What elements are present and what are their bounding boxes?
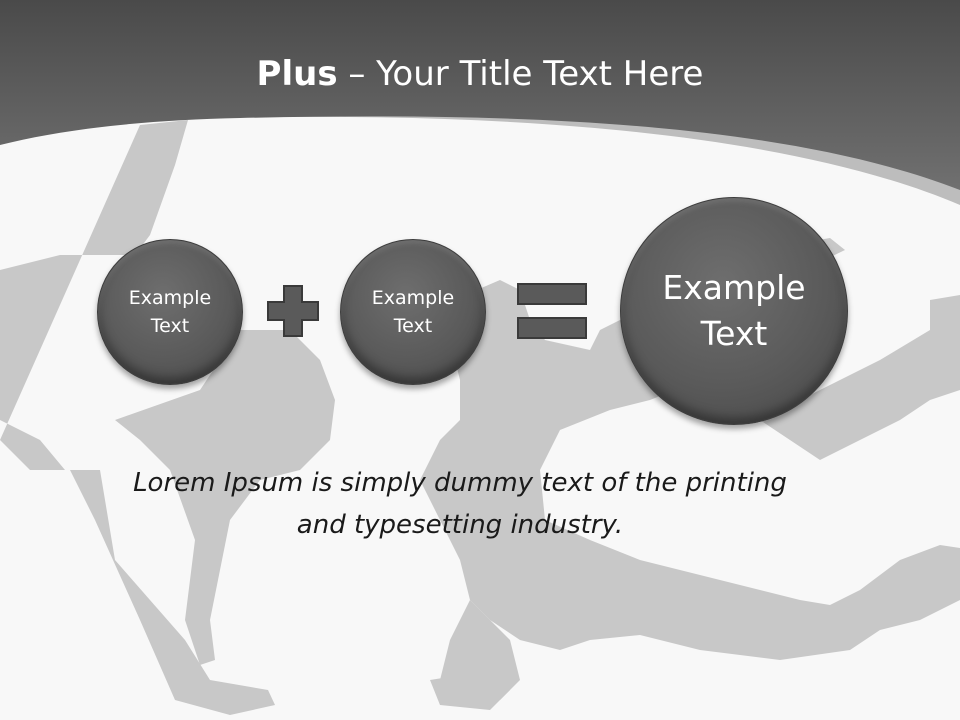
title-bold: Plus (256, 54, 338, 94)
dancer-silhouettes (0, 120, 960, 715)
circle-1-line2: Text (150, 315, 190, 337)
circle-result-line1: Example (662, 268, 806, 307)
circle-1-line1: Example (128, 287, 212, 309)
body-line-2: and typesetting industry. (296, 510, 624, 540)
circle-2-line1: Example (371, 287, 455, 309)
body-text: Lorem Ipsum is simply dummy text of the … (90, 462, 830, 546)
circle-result-label: Example Text (662, 265, 805, 357)
body-line-1: Lorem Ipsum is simply dummy text of the … (133, 468, 787, 498)
header-band (0, 0, 960, 190)
plus-icon (267, 285, 319, 337)
slide-title: Plus – Your Title Text Here (0, 52, 960, 96)
circle-2-line2: Text (393, 315, 433, 337)
title-rest: – Your Title Text Here (337, 54, 704, 94)
circle-result-line2: Text (700, 314, 768, 353)
circle-2: Example Text (340, 239, 486, 385)
circle-2-label: Example Text (372, 284, 454, 340)
circle-result: Example Text (620, 197, 848, 425)
circle-1: Example Text (97, 239, 243, 385)
equals-icon (517, 283, 587, 339)
circle-1-label: Example Text (129, 284, 211, 340)
